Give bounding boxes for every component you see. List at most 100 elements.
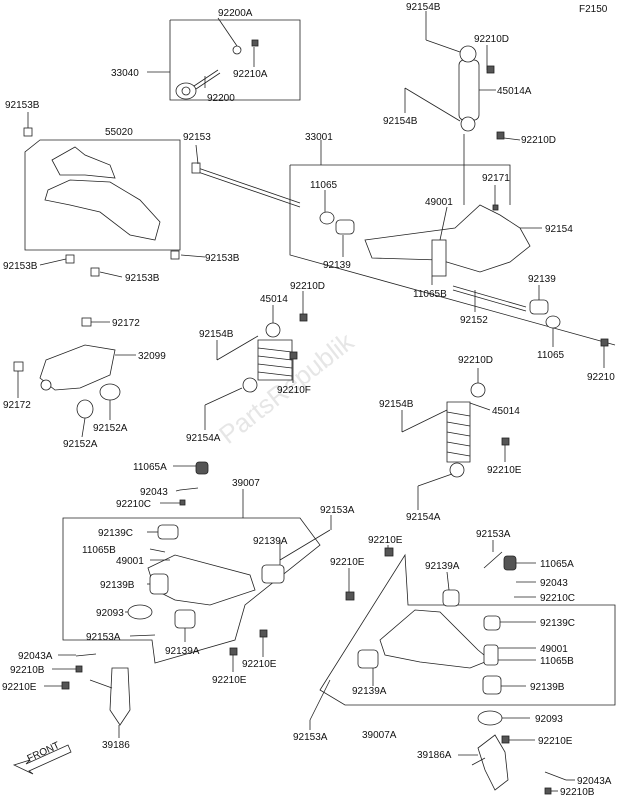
- label-92210E-f: 92210E: [330, 557, 365, 568]
- cap-11065A-r: [503, 555, 517, 571]
- label-92043-a: 92043: [140, 487, 168, 498]
- bush-92139C: [157, 524, 179, 540]
- label-92153A-c: 92153A: [476, 529, 511, 540]
- label-92172-a: 92172: [112, 318, 140, 329]
- nut-92210B-right: [544, 787, 552, 795]
- bush-92139A-r2: [357, 649, 379, 669]
- nut-92210F: [289, 351, 298, 360]
- label-92154B-b: 92154B: [383, 116, 418, 127]
- label-92154A-b: 92154A: [406, 512, 441, 523]
- group-box-39007A: [319, 553, 616, 706]
- label-11065-a: 11065: [310, 180, 338, 191]
- spindle-39186-arm: [89, 679, 113, 689]
- label-92043A-a: 92043A: [18, 651, 53, 662]
- bolt-92153A-upper: [279, 529, 331, 561]
- bolt-92154A-right: [417, 473, 453, 487]
- label-92139C-a: 92139C: [98, 528, 133, 539]
- bracket-32099: [13, 317, 121, 419]
- label-92210E-a: 92210E: [487, 465, 522, 476]
- nut-92210D-bottom: [496, 131, 505, 140]
- bush-92139B: [149, 573, 169, 595]
- label-92210E-g: 92210E: [538, 736, 573, 747]
- label-92154-a: 92154: [545, 224, 573, 235]
- label-39007: 39007: [232, 478, 260, 489]
- swing-arm-body: [364, 204, 531, 273]
- nut-92210E-ra: [384, 547, 394, 557]
- label-92153A-d: 92153A: [293, 732, 328, 743]
- pivot-shaft-92152: [452, 285, 527, 308]
- label-92210D-b: 92210D: [521, 135, 556, 146]
- swing-arm-33001: [191, 162, 609, 347]
- label-11065A-b: 11065A: [540, 559, 574, 570]
- nut-92210C: [179, 499, 186, 506]
- nut-92210A: [251, 39, 259, 47]
- bush-92139-a: [335, 219, 355, 235]
- bracket-32099-hole: [40, 379, 52, 391]
- label-92153A-a: 92153A: [320, 505, 355, 516]
- shock-left-bottom-eye: [242, 377, 258, 393]
- label-45014-a: 45014: [260, 294, 288, 305]
- nut-92210D-left: [299, 313, 308, 322]
- label-92153B-a: 92153B: [5, 100, 40, 111]
- nut-92210B-left: [75, 665, 83, 673]
- spindle-39186-body: [109, 667, 131, 726]
- a-arm-39007: [127, 461, 331, 656]
- label-92139A-a: 92139A: [253, 536, 288, 547]
- label-39186: 39186: [102, 740, 130, 751]
- label-55020: 55020: [105, 127, 133, 138]
- shock-left-spring: [257, 339, 293, 381]
- shock-45014-right: [401, 382, 510, 487]
- label-92139C-b: 92139C: [540, 618, 575, 629]
- label-11065B-a: 11065B: [413, 289, 447, 300]
- label-92152A-b: 92152A: [63, 439, 98, 450]
- nut-92210E-spindle-r: [501, 735, 510, 744]
- nut-92210E-left: [61, 681, 70, 690]
- label-92153B-c: 92153B: [125, 273, 160, 284]
- spring-coil-4: [257, 371, 293, 377]
- label-92139A-d: 92139A: [352, 686, 387, 697]
- label-92210E-e: 92210E: [368, 535, 403, 546]
- label-92210E-c: 92210E: [242, 659, 277, 670]
- cap-92093-r: [477, 710, 503, 726]
- bolt-92153B-c: [90, 267, 100, 277]
- arm-sleeve: [431, 239, 447, 277]
- bracket-body: [44, 179, 161, 241]
- group-box-33001-top: [290, 164, 511, 205]
- bracket-cover: [51, 146, 116, 179]
- label-92171: 92171: [482, 173, 510, 184]
- long-bolt-head: [191, 162, 201, 174]
- bush-92139A-b: [174, 609, 196, 629]
- washer-11065: [319, 211, 335, 225]
- bush-92139B-r: [482, 675, 502, 695]
- group-box-55020: [24, 139, 181, 251]
- label-92210E-b: 92210E: [212, 675, 247, 686]
- bolt-92153B-b: [65, 254, 75, 264]
- cap-92093-a: [127, 604, 153, 620]
- label-92210D-c: 92210D: [290, 281, 325, 292]
- label-92210D-d: 92210D: [458, 355, 493, 366]
- nut-92210: [600, 338, 609, 347]
- bracket-55020: [23, 127, 180, 277]
- bolt-92154B-left: [216, 335, 259, 361]
- label-92210C-a: 92210C: [116, 499, 151, 510]
- label-92093-a: 92093: [96, 608, 124, 619]
- shock-45014A: [404, 39, 505, 205]
- label-92210D-a: 92210D: [474, 34, 509, 45]
- arm-39007A-body: [379, 609, 491, 669]
- label-92210C-b: 92210C: [540, 593, 575, 604]
- group-box-33040: [169, 19, 301, 101]
- label-92210F: 92210F: [277, 385, 311, 396]
- bolt-92154B-top: [425, 39, 461, 53]
- label-92139-b: 92139: [528, 274, 556, 285]
- nut-92210E-arm-b: [259, 629, 268, 638]
- label-33001: 33001: [305, 132, 333, 143]
- label-92210-a: 92210: [587, 372, 615, 383]
- label-92153: 92153: [183, 132, 211, 143]
- label-92152: 92152: [460, 315, 488, 326]
- label-92139-a: 92139: [323, 260, 351, 271]
- label-92139B-b: 92139B: [530, 682, 565, 693]
- label-92154B-c: 92154B: [199, 329, 234, 340]
- label-92210E-d: 92210E: [2, 682, 37, 693]
- spindle-39186: [61, 653, 131, 726]
